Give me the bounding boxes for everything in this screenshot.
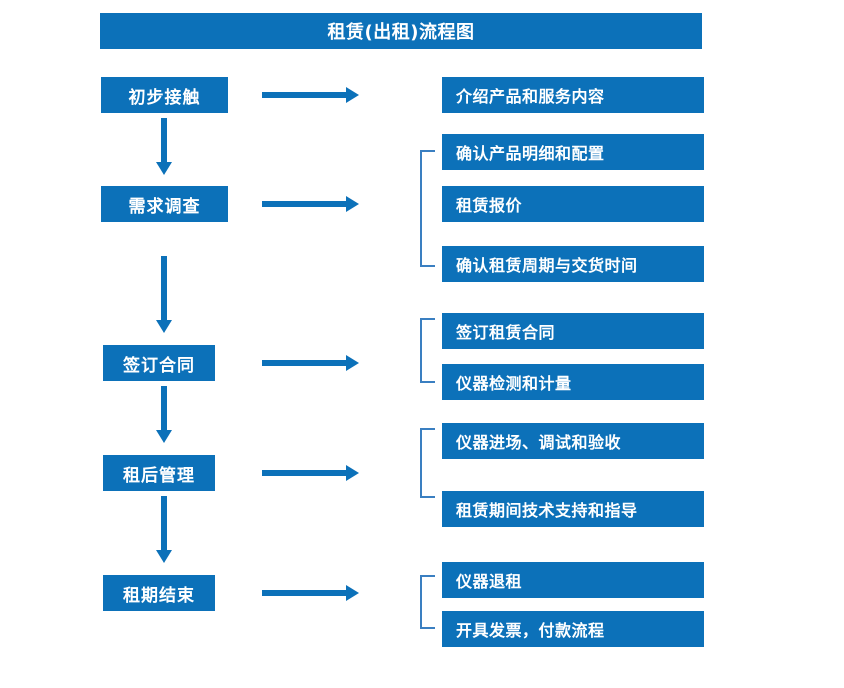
- detail-box-7[interactable]: 仪器进场、调试和验收: [442, 423, 704, 459]
- down-arrow-4: [155, 496, 173, 564]
- stage-box-2[interactable]: 需求调查: [101, 186, 228, 222]
- diagram-title: 租赁(出租)流程图: [100, 13, 702, 49]
- down-arrow-1: [155, 118, 173, 176]
- right-arrow-2: [262, 195, 360, 213]
- group-bracket-4: [420, 575, 435, 629]
- group-bracket-1: [420, 150, 435, 267]
- stage-box-3[interactable]: 签订合同: [103, 345, 215, 381]
- stage-box-5[interactable]: 租期结束: [103, 575, 215, 611]
- stage-box-1[interactable]: 初步接触: [101, 77, 228, 113]
- down-arrow-3: [155, 386, 173, 444]
- right-arrow-1: [262, 86, 360, 104]
- right-arrow-5: [262, 584, 360, 602]
- detail-box-4[interactable]: 确认租赁周期与交货时间: [442, 246, 704, 282]
- right-arrow-3: [262, 354, 360, 372]
- group-bracket-3: [420, 428, 435, 498]
- group-bracket-2: [420, 318, 435, 383]
- detail-box-2[interactable]: 确认产品明细和配置: [442, 134, 704, 170]
- detail-box-9[interactable]: 仪器退租: [442, 562, 704, 598]
- detail-box-3[interactable]: 租赁报价: [442, 186, 704, 222]
- detail-box-10[interactable]: 开具发票，付款流程: [442, 611, 704, 647]
- stage-box-4[interactable]: 租后管理: [103, 455, 215, 491]
- right-arrow-4: [262, 464, 360, 482]
- detail-box-1[interactable]: 介绍产品和服务内容: [442, 77, 704, 113]
- down-arrow-2: [155, 256, 173, 334]
- detail-box-8[interactable]: 租赁期间技术支持和指导: [442, 491, 704, 527]
- detail-box-5[interactable]: 签订租赁合同: [442, 313, 704, 349]
- detail-box-6[interactable]: 仪器检测和计量: [442, 364, 704, 400]
